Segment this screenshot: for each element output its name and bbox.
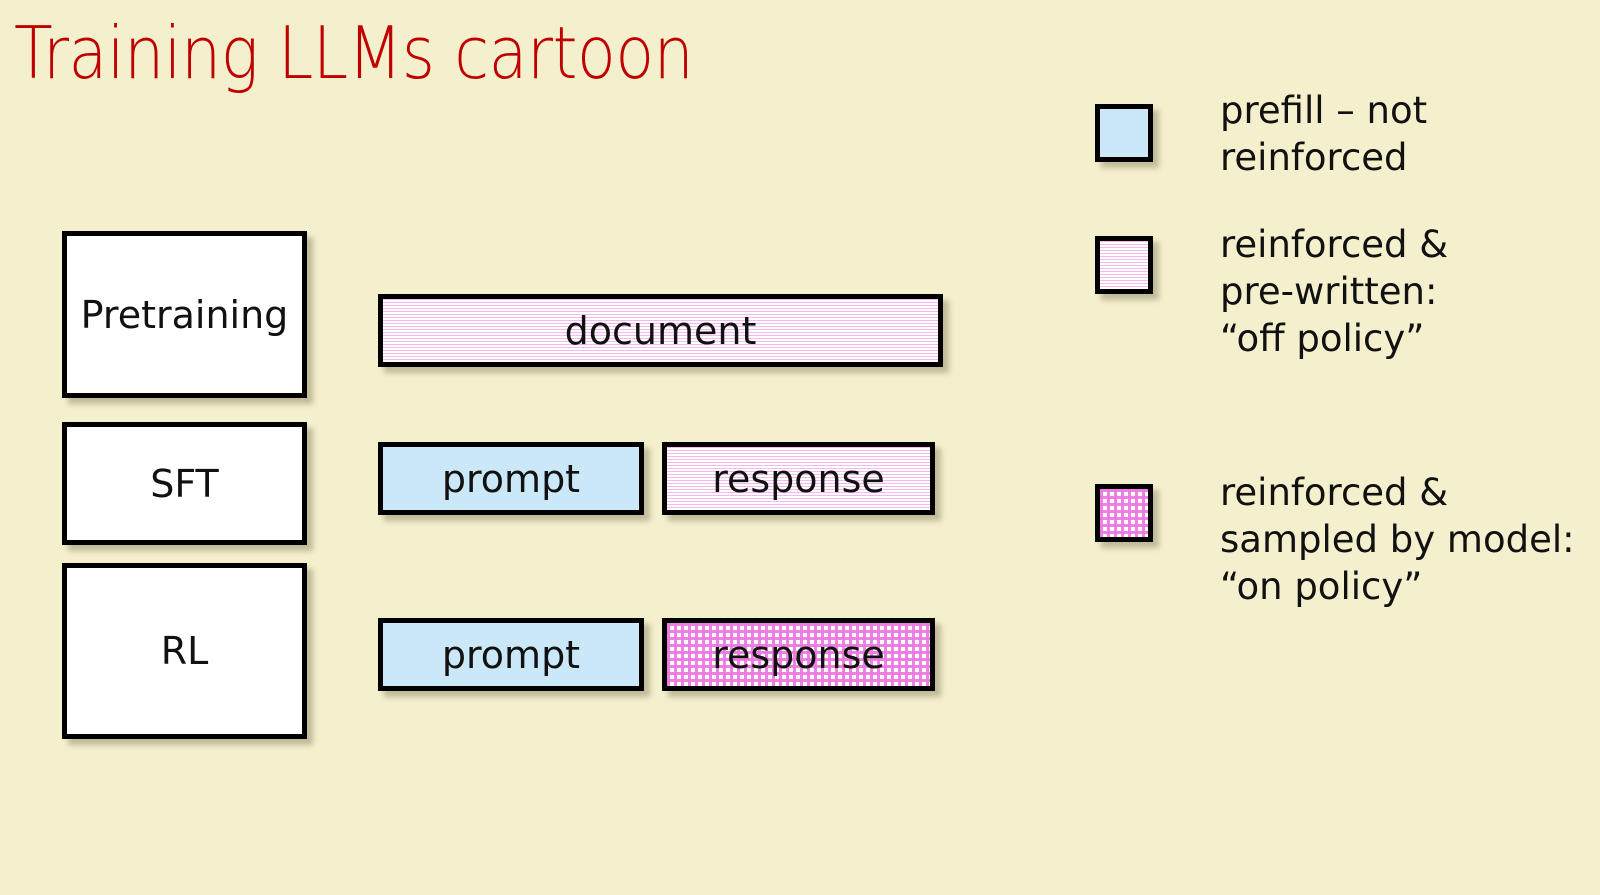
stage-box-pretraining[interactable]: Pretraining [62,231,307,398]
segment-label-sft-prompt: prompt [441,456,581,501]
segment-label-document: document [564,308,757,353]
legend-swatch-prefill [1095,104,1153,162]
page-title: Training LLMs cartoon [14,11,694,95]
stage-box-sft[interactable]: SFT [62,422,307,545]
stage-label-pretraining: Pretraining [80,292,289,337]
legend-text-on-policy: reinforced & sampled by model: “on polic… [1220,471,1575,608]
segment-label-rl-response: response [712,632,885,677]
stage-box-rl[interactable]: RL [62,563,307,739]
stage-label-rl: RL [160,629,209,673]
legend-text-off-policy: reinforced & pre-written: “off policy” [1220,223,1449,360]
legend-text-prefill: prefill – not reinforced [1220,89,1428,179]
segment-rl-prompt[interactable]: prompt [378,618,644,691]
segment-label-sft-response: response [712,456,885,501]
segment-label-rl-prompt: prompt [441,632,581,677]
legend-swatch-off-policy [1095,236,1153,294]
segment-sft-prompt[interactable]: prompt [378,442,644,515]
segment-pretraining-document[interactable]: document [378,294,943,367]
legend-swatch-on-policy [1095,484,1153,542]
stage-label-sft: SFT [150,461,219,506]
segment-rl-response[interactable]: response [662,618,935,691]
segment-sft-response[interactable]: response [662,442,935,515]
